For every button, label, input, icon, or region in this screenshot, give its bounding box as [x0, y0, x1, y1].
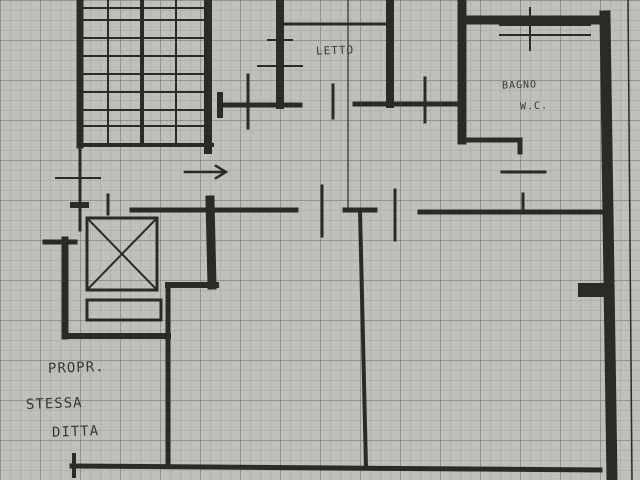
bedroom-walls: [217, 0, 458, 211]
corridor-walls: [55, 148, 603, 471]
room-label-stessa: STESSA: [25, 395, 83, 413]
exterior-wall: [578, 0, 633, 480]
room-label-propr: PROPR.: [47, 359, 105, 377]
staircase: [76, 0, 214, 154]
room-label-letto: LETTO: [315, 43, 355, 58]
bathroom-walls: [457, 0, 610, 212]
room-label-ditta: DITTA: [51, 423, 100, 441]
bottom-wall: [69, 453, 603, 478]
room-label-bagno: BAGNO: [501, 79, 538, 92]
room-label-wc: W.C.: [519, 100, 549, 113]
lift-shaft: [42, 216, 171, 340]
